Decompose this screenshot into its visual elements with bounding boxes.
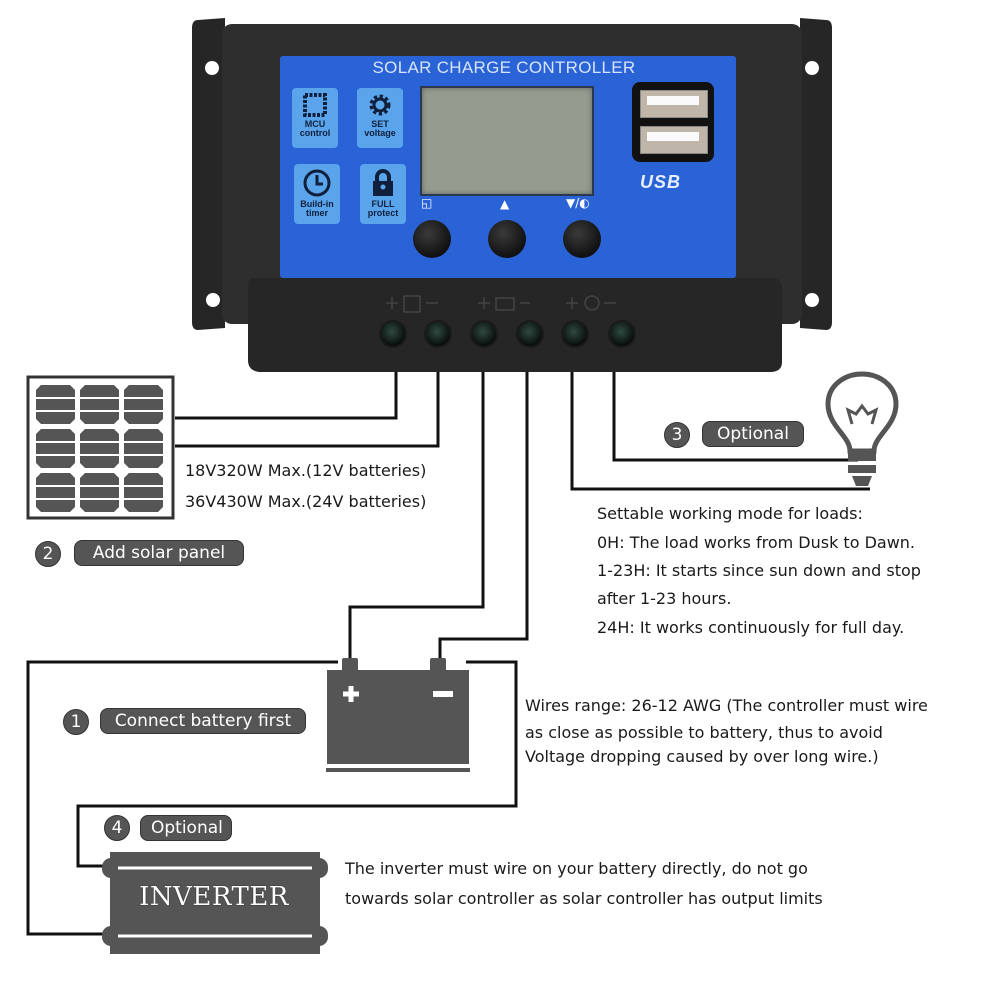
lock-icon [373, 169, 393, 196]
wire-inverter-plus [26, 660, 338, 936]
lcd-display [420, 86, 594, 196]
wire-note-line-1: Wires range: 26-12 AWG (The controller m… [525, 696, 928, 715]
feature-mcu-control: MCU control [292, 88, 338, 148]
usb-label: USB [640, 172, 682, 192]
feature-build-in-timer: Build-in timer [294, 164, 340, 224]
battery-plus-symbol [343, 686, 359, 702]
solar-plus-mark [386, 297, 398, 309]
inverter-note-line-2: towards solar controller as solar contro… [345, 889, 823, 908]
wire-note-line-2: as close as possible to battery, thus to… [525, 723, 883, 742]
solar-cell [36, 385, 75, 424]
mount-hole [206, 293, 220, 307]
mount-hole [805, 61, 819, 75]
terminal-block [248, 278, 782, 372]
battery-mark-icon [495, 297, 515, 311]
solar-cell [124, 385, 163, 424]
up-button[interactable] [488, 220, 526, 258]
step-number-2: 2 [35, 541, 61, 567]
solar-spec-12v: 18V320W Max.(12V batteries) [185, 461, 427, 480]
usb-port[interactable] [632, 82, 714, 162]
feature-label-1: MCU [304, 119, 326, 129]
wire-load-plus [612, 360, 858, 462]
terminal-solar-plus[interactable] [381, 322, 405, 346]
terminal-load-minus[interactable] [610, 322, 634, 346]
inverter-label: INVERTER [139, 882, 289, 912]
controller-title: SOLAR CHARGE CONTROLLER [372, 58, 636, 77]
down-light-icon: ▼/◐ [566, 196, 590, 210]
inverter-icon [102, 852, 328, 954]
step-number-3: 3 [664, 422, 690, 448]
feature-label-1: SET [371, 119, 389, 129]
solar-panel-icon [26, 375, 175, 520]
terminal-battery-plus[interactable] [472, 322, 496, 346]
terminal-labels [386, 295, 616, 313]
mount-hole [805, 293, 819, 307]
wire-solar-minus [175, 360, 440, 448]
mount-hole [205, 61, 219, 75]
inverter-note-line-1: The inverter must wire on your battery d… [345, 859, 808, 878]
usb-slot-top[interactable] [640, 90, 708, 118]
solar-cell [80, 385, 119, 424]
terminal-solar-minus[interactable] [426, 322, 450, 346]
bulb-mark-icon [584, 295, 600, 311]
load-mode-title: Settable working mode for loads: [597, 504, 863, 523]
step-label-add-solar-panel: Add solar panel [74, 540, 244, 566]
terminal-load-plus[interactable] [563, 322, 587, 346]
solar-cell [124, 473, 163, 512]
wire-inverter-minus [76, 660, 518, 868]
light-bulb-icon [825, 371, 899, 486]
up-plus-icon: ▲ [500, 197, 510, 211]
step-number-1: 1 [63, 709, 89, 735]
solar-spec-24v: 36V430W Max.(24V batteries) [185, 492, 427, 511]
battery-plus-mark [478, 297, 490, 309]
feature-label-1: Build-in [300, 199, 334, 209]
solar-cell [80, 429, 119, 468]
clock-icon [303, 169, 331, 197]
feature-label-2: control [299, 128, 331, 138]
solar-panel-mark-icon [403, 295, 421, 313]
feature-label-2: timer [305, 208, 328, 218]
wire-load-minus [570, 360, 870, 491]
terminal-battery-minus[interactable] [518, 322, 542, 346]
feature-label-2: voltage [364, 128, 396, 138]
load-mode-1-23h-cont: after 1-23 hours. [597, 589, 732, 608]
step-label-optional-load: Optional [702, 421, 804, 447]
solar-cell [124, 429, 163, 468]
feature-label-2: protect [367, 208, 399, 218]
step-label-connect-battery: Connect battery first [100, 708, 306, 734]
mount-flange-right [800, 18, 832, 330]
step-label-optional-inverter: Optional [140, 815, 232, 841]
gear-icon [369, 94, 391, 116]
down-button[interactable] [563, 220, 601, 258]
solar-cell [36, 429, 75, 468]
load-mode-24h: 24H: It works continuously for full day. [597, 618, 905, 637]
load-mode-0h: 0H: The load works from Dusk to Dawn. [597, 533, 916, 552]
wire-solar-plus [175, 360, 398, 420]
feature-label-1: FULL [371, 199, 395, 209]
chip-icon [303, 93, 327, 117]
feature-set-voltage: SET voltage [357, 88, 403, 148]
wire-battery-plus [348, 360, 485, 660]
menu-button[interactable] [413, 220, 451, 258]
battery-icon [326, 658, 470, 772]
load-mode-1-23h: 1-23H: It starts since sun down and stop [597, 561, 921, 580]
mount-flange-left [192, 18, 225, 330]
wire-battery-minus [438, 360, 529, 660]
step-number-4: 4 [104, 815, 130, 841]
wire-note-line-3: Voltage dropping caused by over long wir… [525, 747, 879, 766]
feature-full-protect: FULL protect [360, 164, 406, 224]
menu-switch-icon: ◱ [421, 196, 433, 210]
solar-cell [80, 473, 119, 512]
solar-cell [36, 473, 75, 512]
load-plus-mark [566, 297, 578, 309]
usb-slot-bottom[interactable] [640, 126, 708, 154]
